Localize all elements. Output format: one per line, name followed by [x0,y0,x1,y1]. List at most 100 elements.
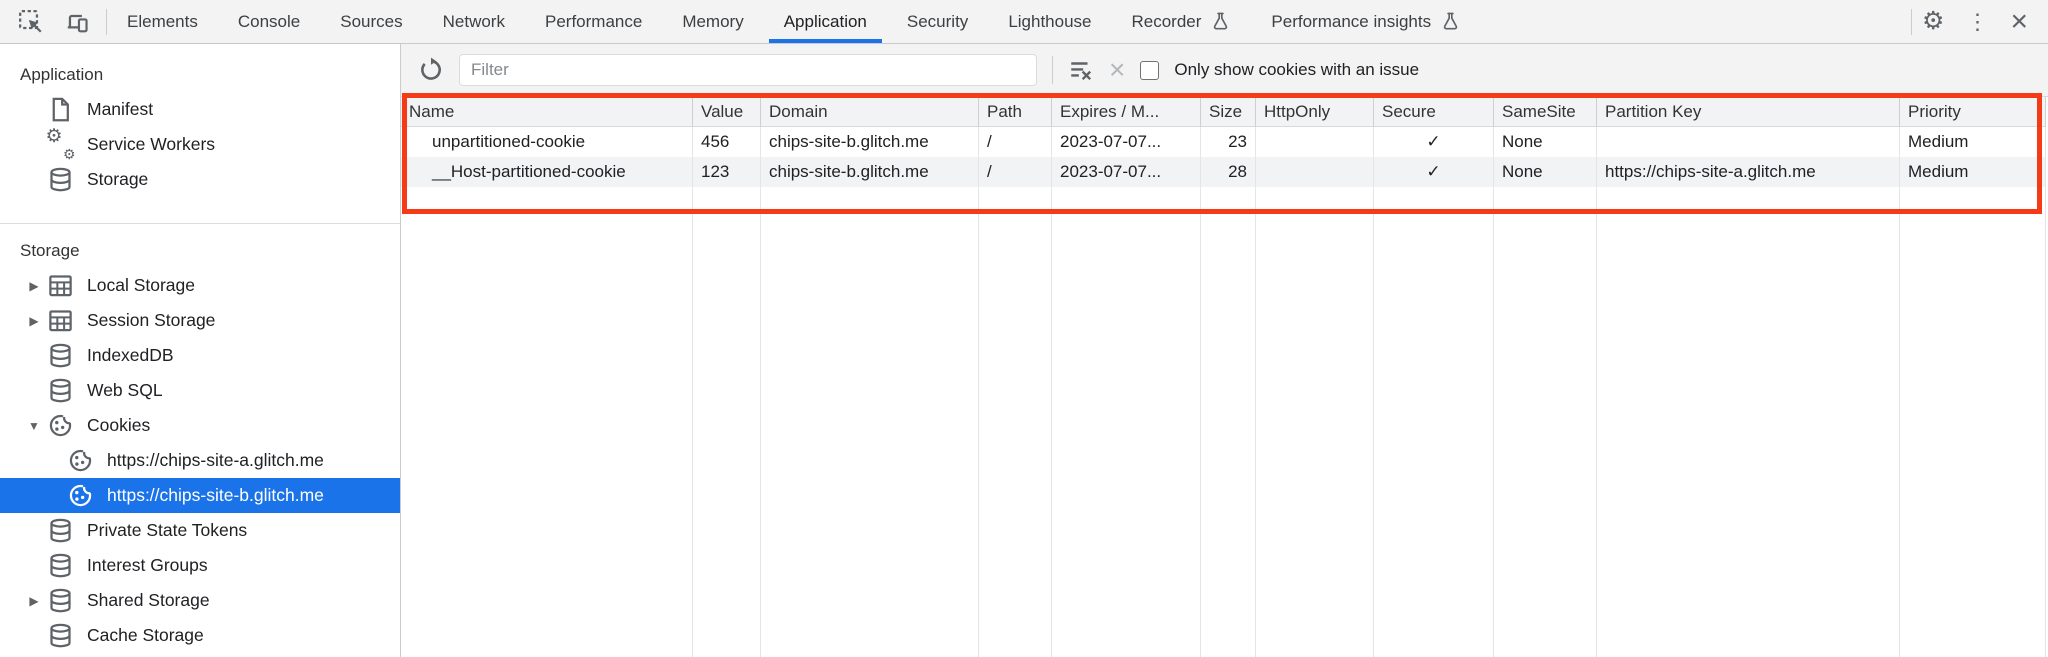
cookie-cell-samesite[interactable]: None [1494,157,1597,187]
cookie-cell-priority[interactable]: Medium [1900,157,2046,187]
cookie-cell-name[interactable]: __Host-partitioned-cookie [401,157,693,187]
sidebar-item-web-sql[interactable]: Web SQL [0,373,400,408]
close-devtools-icon[interactable]: × [2010,4,2028,38]
column-header-samesite[interactable]: SameSite [1494,97,1597,127]
spacer [1481,0,1911,43]
sidebar-item-storage[interactable]: Storage [0,162,400,197]
column-header-name[interactable]: Name [401,97,693,127]
tab-network[interactable]: Network [423,0,525,43]
delete-selected-icon[interactable]: × [1109,54,1126,85]
tab-label: Performance insights [1271,11,1432,31]
gears-icon: ⚙⚙ [45,126,76,162]
sidebar-item-cookies[interactable]: ▼ Cookies [0,408,400,443]
column-header-priority[interactable]: Priority [1900,97,2046,127]
device-toolbar-icon[interactable] [64,9,90,35]
table-icon [46,272,74,300]
empty-cell [761,187,979,657]
cookie-cell-expires[interactable]: 2023-07-07... [1052,127,1201,157]
sidebar-item-indexeddb[interactable]: IndexedDB [0,338,400,373]
column-header-size[interactable]: Size [1201,97,1256,127]
inspect-element-icon[interactable] [18,9,44,35]
empty-cell [979,187,1052,657]
column-header-value[interactable]: Value [693,97,761,127]
collapsed-arrow-icon[interactable]: ▶ [29,278,39,293]
cookie-cell-domain[interactable]: chips-site-b.glitch.me [761,127,979,157]
sidebar-item-interest-groups[interactable]: Interest Groups [0,548,400,583]
cookie-cell-value[interactable]: 456 [693,127,761,157]
cookie-cell-httponly[interactable] [1256,157,1374,187]
cookie-cell-expires[interactable]: 2023-07-07... [1052,157,1201,187]
issue-filter-label[interactable]: Only show cookies with an issue [1174,60,1420,79]
cookie-cell-size[interactable]: 28 [1201,157,1256,187]
tab-elements[interactable]: Elements [107,0,218,43]
sidebar-item-private-state-tokens[interactable]: Private State Tokens [0,513,400,548]
column-header-path[interactable]: Path [979,97,1052,127]
cookie-cell-samesite[interactable]: None [1494,127,1597,157]
sidebar-item-label: Web SQL [87,380,163,400]
sidebar-item-label: https://chips-site-b.glitch.me [107,485,324,505]
cookie-cell-size[interactable]: 23 [1201,127,1256,157]
column-header-httponly[interactable]: HttpOnly [1256,97,1374,127]
cookie-cell-secure[interactable]: ✓ [1374,157,1494,187]
divider [0,223,400,224]
panel-tabs: Elements Console Sources Network Perform… [107,0,1481,43]
tab-performance[interactable]: Performance [525,0,662,43]
sidebar-item-service-workers[interactable]: ⚙⚙ Service Workers [0,126,400,162]
tab-application[interactable]: Application [764,0,887,43]
database-icon [46,587,74,615]
tab-security[interactable]: Security [887,0,988,43]
settings-gear-icon[interactable]: ⚙ [1922,7,1945,35]
tab-sources[interactable]: Sources [320,0,422,43]
cookie-cell-priority[interactable]: Medium [1900,127,2046,157]
column-header-partition-key[interactable]: Partition Key [1597,97,1900,127]
cookie-cell-domain[interactable]: chips-site-b.glitch.me [761,157,979,187]
divider [106,8,107,35]
column-header-domain[interactable]: Domain [761,97,979,127]
column-header-secure[interactable]: Secure [1374,97,1494,127]
sidebar-item-label: Shared Storage [87,590,210,610]
database-icon [46,342,74,370]
sidebar-item-shared-storage[interactable]: ▶ Shared Storage [0,583,400,618]
database-icon [46,377,74,405]
tab-label: Recorder [1131,11,1202,31]
column-header-expires[interactable]: Expires / M... [1052,97,1201,127]
cookie-cell-path[interactable]: / [979,127,1052,157]
sidebar-item-label: Service Workers [87,134,216,154]
cookie-cell-name[interactable]: unpartitioned-cookie [401,127,693,157]
tab-label: Elements [127,11,198,31]
tab-lighthouse[interactable]: Lighthouse [988,0,1111,43]
sidebar-item-manifest[interactable]: Manifest [0,92,400,127]
sidebar-item-label: Session Storage [87,310,216,330]
cookies-panel: × Only show cookies with an issue Name V… [401,44,2048,657]
expanded-arrow-icon[interactable]: ▼ [28,418,40,433]
tab-console[interactable]: Console [218,0,320,43]
experiment-flask-icon [1210,11,1231,32]
cookie-cell-partition-key[interactable] [1597,127,1900,157]
tab-recorder[interactable]: Recorder [1112,0,1252,43]
sidebar-item-local-storage[interactable]: ▶ Local Storage [0,268,400,303]
tab-performance-insights[interactable]: Performance insights [1251,0,1481,43]
sidebar-item-label: https://chips-site-a.glitch.me [107,450,324,470]
issue-filter-checkbox[interactable] [1140,60,1160,80]
tab-label: Performance [544,11,643,31]
refresh-icon[interactable] [418,57,444,83]
overflow-menu-icon[interactable]: ⋮ [1966,8,1989,34]
tab-memory[interactable]: Memory [662,0,763,43]
section-title-application: Application [20,65,104,84]
sidebar-item-cache-storage[interactable]: Cache Storage [0,618,400,653]
collapsed-arrow-icon[interactable]: ▶ [29,593,39,608]
cookie-icon [66,447,94,475]
empty-cell [1374,187,1494,657]
sidebar-item-cookies-chips-site-b[interactable]: https://chips-site-b.glitch.me [0,478,400,513]
cookie-cell-value[interactable]: 123 [693,157,761,187]
sidebar-item-cookies-chips-site-a[interactable]: https://chips-site-a.glitch.me [0,443,400,478]
sidebar-item-session-storage[interactable]: ▶ Session Storage [0,303,400,338]
cookie-cell-partition-key[interactable]: https://chips-site-a.glitch.me [1597,157,1900,187]
filter-input[interactable] [459,54,1037,86]
clear-all-cookies-icon[interactable] [1068,57,1094,83]
cookie-cell-secure[interactable]: ✓ [1374,127,1494,157]
cookie-cell-httponly[interactable] [1256,127,1374,157]
sidebar-item-label: IndexedDB [87,345,174,365]
cookie-cell-path[interactable]: / [979,157,1052,187]
collapsed-arrow-icon[interactable]: ▶ [29,313,39,328]
